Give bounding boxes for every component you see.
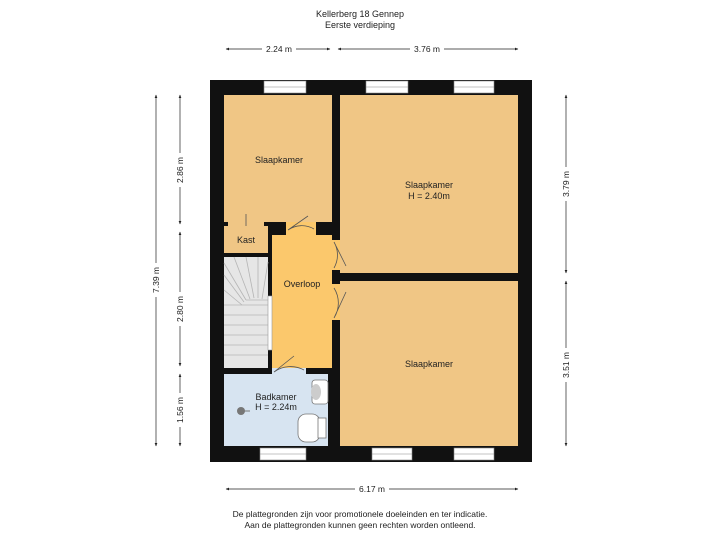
dim-top-left: 2.24 m [266,44,292,54]
label-landing: Overloop [284,279,321,289]
plan-floor-name: Eerste verdieping [324,20,396,30]
dim-left-lower: 1.56 m [175,397,185,423]
dim-top-right: 3.76 m [414,44,440,54]
dim-right-lower: 3.51 m [561,352,571,378]
windows [259,80,495,461]
label-bedroom-top-right: Slaapkamer [405,180,453,190]
room-bedroom-top-left [224,95,332,222]
dim-right-upper: 3.79 m [561,171,571,197]
plan-address: Kellerberg 18 Gennep [315,9,405,19]
label-closet: Kast [237,235,256,245]
label-bathroom: Badkamer [255,392,296,402]
doors [228,214,347,374]
room-bedroom-top-right [340,95,518,273]
disclaimer-line-1: De plattegronden zijn voor promotionele … [232,509,488,519]
staircase [223,256,273,368]
room-landing [272,235,332,368]
dim-left-middle: 2.80 m [175,296,185,322]
disclaimer-line-2: Aan de plattegronden kunnen geen rechten… [244,520,476,530]
toilet-icon [297,413,321,443]
label-bedroom-top-right-height: H = 2.40m [408,191,450,201]
label-bedroom-top-left: Slaapkamer [255,155,303,165]
dim-bottom-total: 6.17 m [359,484,385,494]
dim-left-upper: 2.86 m [175,157,185,183]
dim-left-total: 7.39 m [151,267,161,293]
room-bedroom-bottom-right [340,281,518,446]
room-closet [224,226,268,253]
bathroom-fixtures [237,379,329,443]
label-bedroom-bottom-right: Slaapkamer [405,359,453,369]
label-bathroom-height: H = 2.24m [255,402,297,412]
shower-drain-icon [237,407,245,415]
